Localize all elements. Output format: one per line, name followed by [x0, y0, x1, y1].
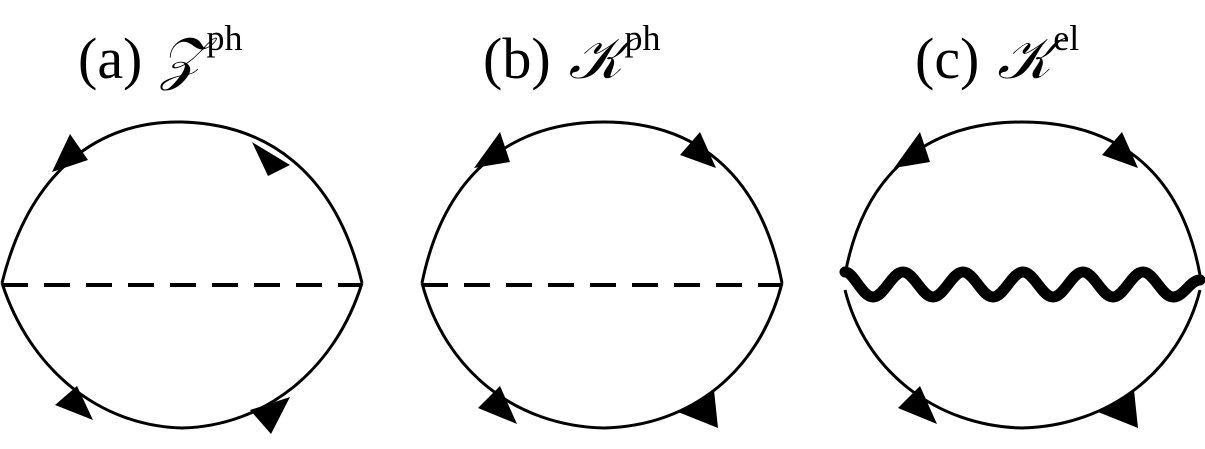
panel-a-arrow-lower-left	[55, 386, 93, 420]
svg-text:(a)𝒵ph: (a)𝒵ph	[78, 18, 243, 91]
panel-b-arrow-lower-left	[478, 386, 517, 424]
panel-c-arrow-upper-left	[894, 132, 930, 168]
panel-a-upper-arc	[0, 120, 364, 284]
panel-b-arrow-upper-right	[680, 132, 716, 168]
panel-a-arrow-upper-left	[52, 134, 88, 172]
panel-c-upper-arc	[843, 120, 1202, 276]
panel-c-superscript: el	[1053, 18, 1079, 58]
panel-b-upper-arc	[420, 120, 784, 284]
panel-c-wavy-propagator	[839, 266, 1205, 303]
panel-b-arrow-lower-right	[678, 390, 718, 428]
panel-c-lower-arc	[843, 289, 1202, 430]
panel-c-arrow-lower-right	[1098, 390, 1138, 428]
panel-c-tag: (c)	[915, 26, 979, 91]
svg-text:(b)𝒦ph: (b)𝒦ph	[483, 18, 661, 91]
panel-a-lower-arc	[0, 282, 364, 430]
panel-a-tag: (a)	[78, 26, 142, 91]
panel-c-arrow-lower-left	[898, 386, 937, 424]
panel-b-arrow-upper-left	[474, 132, 510, 168]
panel-a: (a)𝒵ph	[0, 18, 364, 434]
panel-a-arrow-lower-right	[250, 397, 290, 434]
panel-a-arrow-upper-right	[252, 142, 290, 176]
svg-text:(c)𝒦el: (c)𝒦el	[915, 18, 1079, 91]
panel-c-arrow-upper-right	[1102, 132, 1138, 168]
panel-b-tag: (b)	[483, 26, 551, 91]
panel-b-lower-arc	[420, 282, 784, 430]
panel-b-superscript: ph	[625, 18, 661, 58]
panel-b: (b)𝒦ph	[420, 18, 784, 430]
panel-c: (c)𝒦el	[839, 18, 1205, 430]
panel-a-superscript: ph	[207, 18, 243, 58]
